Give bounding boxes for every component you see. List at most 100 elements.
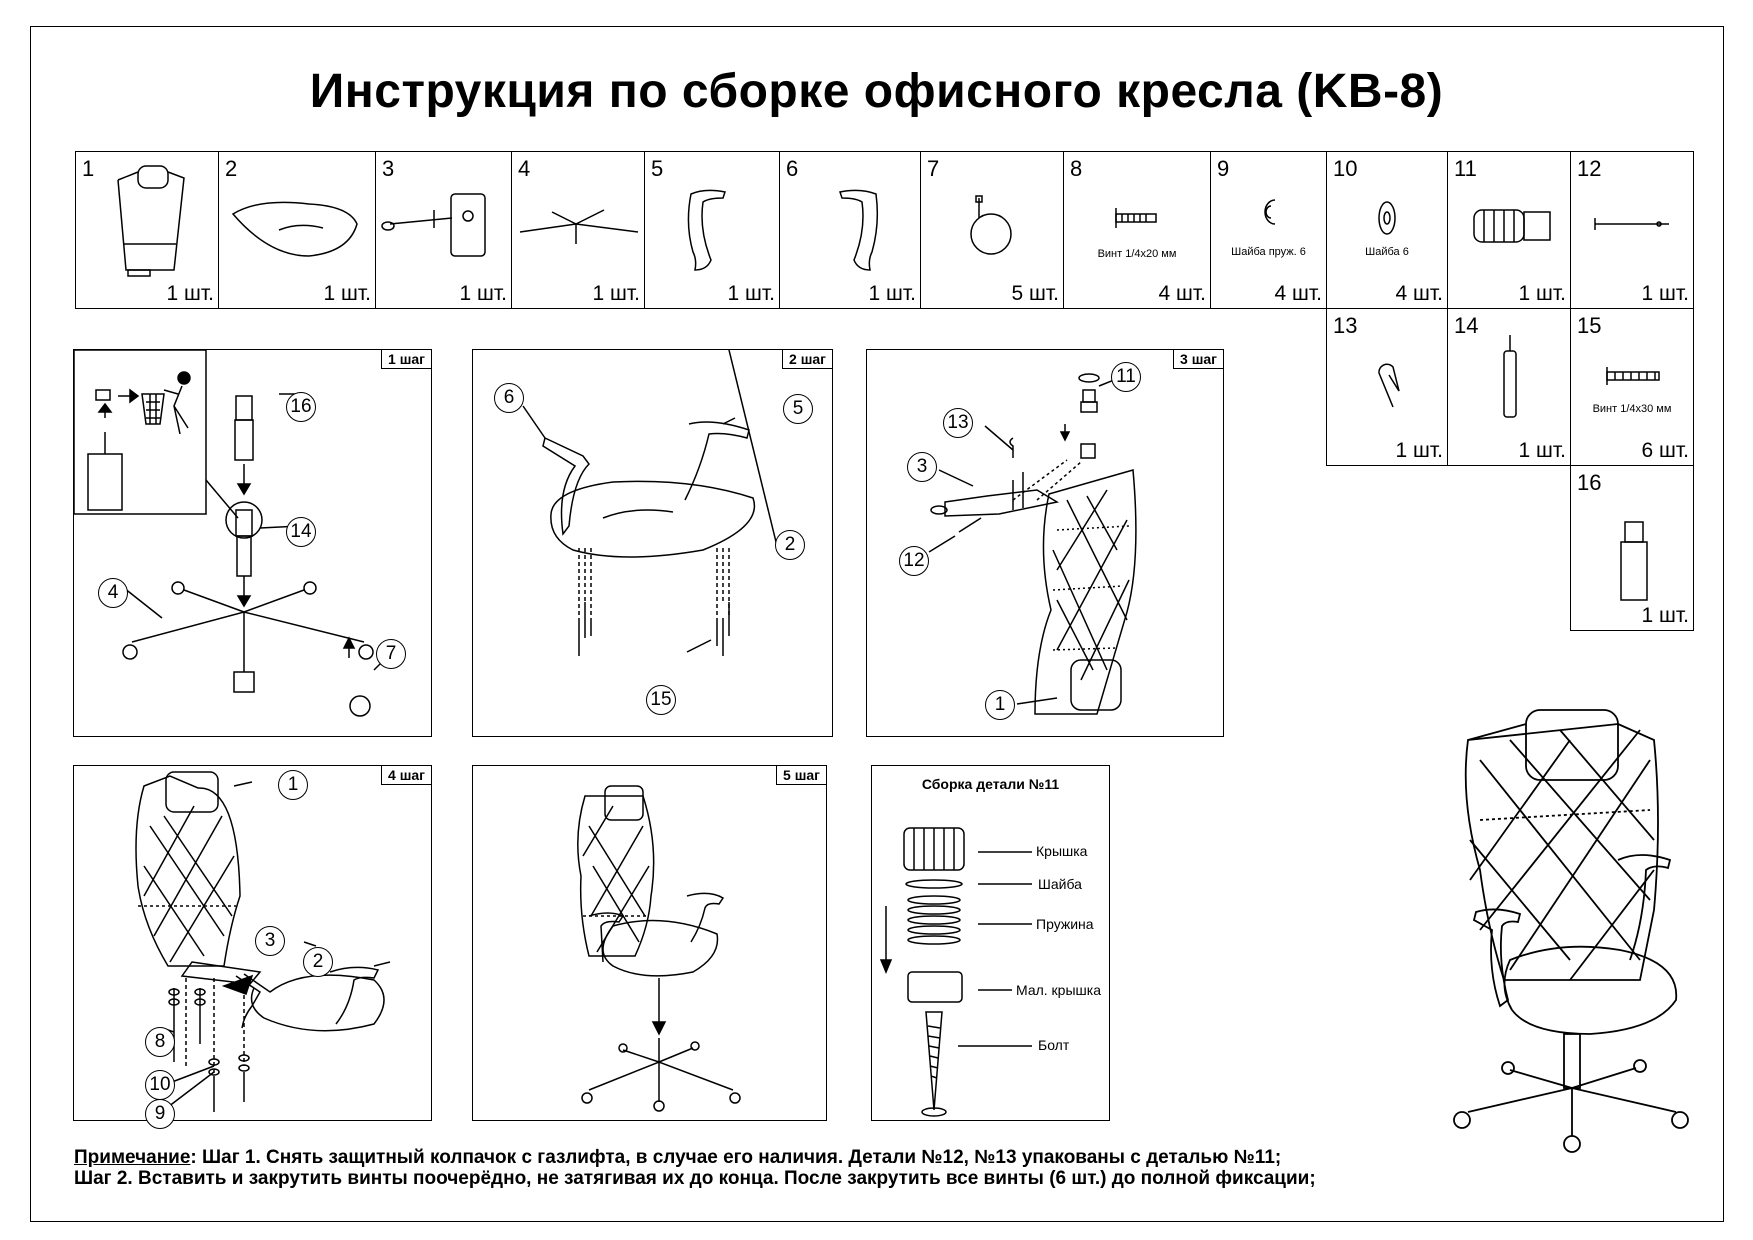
assembly-label-washer: Шайба — [1038, 876, 1082, 892]
step-label: 2 шаг — [782, 350, 832, 369]
callout-10: 10 — [145, 1070, 175, 1100]
part-number: 6 — [786, 156, 799, 181]
callout-9: 9 — [145, 1099, 175, 1129]
part-number: 2 — [225, 156, 238, 181]
step-3-panel: 3 шаг 11 13 3 12 1 — [866, 349, 1224, 737]
assembly-label-spring: Пружина — [1036, 916, 1094, 932]
part-cell-9: 9 Шайба пруж. 6 4 шт. — [1210, 151, 1327, 309]
part-caption: Шайба пруж. 6 — [1231, 246, 1306, 258]
part-qty: 1 шт. — [1395, 439, 1444, 462]
note-prefix: Примечание — [74, 1147, 191, 1168]
part-caption: Винт 1/4x20 мм — [1097, 248, 1177, 260]
assembly-label-cover: Крышка — [1036, 843, 1088, 859]
part-qty: 1 шт. — [1641, 604, 1690, 627]
screw-icon — [1606, 367, 1660, 385]
part-number: 5 — [651, 156, 664, 181]
part-number: 7 — [927, 156, 940, 181]
step-1-diagram — [74, 350, 385, 717]
step-5-diagram — [577, 785, 741, 1112]
callout-15: 15 — [646, 685, 676, 715]
part-number: 14 — [1454, 313, 1479, 338]
part-cell-15: 15 Винт 1/4x30 мм 6 шт. — [1570, 308, 1694, 466]
step-2-panel: 2 шаг 6 5 2 15 — [472, 349, 833, 737]
callout-11: 11 — [1111, 362, 1141, 392]
knob-icon — [1473, 209, 1551, 243]
callout-1: 1 — [985, 690, 1015, 720]
callout-12: 12 — [899, 546, 929, 576]
assembly-label-bolt: Болт — [1038, 1037, 1070, 1053]
part-cell-5: 5 1 шт. — [644, 151, 780, 309]
base-icon — [519, 209, 639, 244]
step-label: 4 шаг — [381, 766, 431, 785]
part-caption: Винт 1/4x30 мм — [1592, 403, 1672, 415]
part-qty: 4 шт. — [1274, 282, 1323, 305]
callout-8: 8 — [145, 1027, 175, 1057]
part-qty: 1 шт. — [592, 282, 641, 305]
part-cell-11: 11 1 шт. — [1447, 151, 1571, 309]
part-qty: 1 шт. — [323, 282, 372, 305]
page-title: Инструкция по сборке офисного кресла (KB… — [309, 65, 1444, 118]
callout-5: 5 — [783, 394, 813, 424]
note-line-2: Шаг 2. Вставить и закрутить винты поочер… — [74, 1168, 1316, 1189]
part-cell-1: 1 1 шт. — [75, 151, 219, 309]
pin-icon — [1594, 218, 1669, 230]
part-cell-6: 6 1 шт. — [779, 151, 921, 309]
callout-7: 7 — [376, 639, 406, 669]
mechanism-icon — [381, 193, 486, 257]
callout-14: 14 — [286, 517, 316, 547]
part-caption: Шайба 6 — [1365, 246, 1409, 258]
cover-icon — [1620, 521, 1648, 601]
part-cell-13: 13 1 шт. — [1326, 308, 1448, 466]
callout-2: 2 — [303, 947, 333, 977]
part-qty: 1 шт. — [459, 282, 508, 305]
part-qty: 4 шт. — [1158, 282, 1207, 305]
callout-16: 16 — [286, 392, 316, 422]
part-qty: 4 шт. — [1395, 282, 1444, 305]
callout-13: 13 — [943, 408, 973, 438]
callout-4: 4 — [98, 578, 128, 608]
clip-icon — [1378, 363, 1400, 408]
callout-3: 3 — [907, 452, 937, 482]
step-5-panel: 5 шаг — [472, 765, 827, 1121]
callout-2: 2 — [775, 530, 805, 560]
part-cell-14: 14 1 шт. — [1447, 308, 1571, 466]
part-qty: 1 шт. — [1518, 439, 1567, 462]
part-number: 9 — [1217, 156, 1230, 181]
note-line-1: Примечание: Шаг 1. Снять защитный колпач… — [74, 1147, 1316, 1168]
step-4-diagram — [135, 771, 391, 1112]
step-1-panel: 1 шаг 1 — [73, 349, 432, 737]
part-number: 8 — [1070, 156, 1083, 181]
part-number: 13 — [1333, 313, 1358, 338]
part-qty: 1 шт. — [1518, 282, 1567, 305]
part-cell-4: 4 1 шт. — [511, 151, 645, 309]
part-number: 16 — [1577, 470, 1602, 495]
part-cell-7: 7 5 шт. — [920, 151, 1064, 309]
caster-icon — [970, 195, 1012, 255]
part-number: 4 — [518, 156, 531, 181]
assembly-title: Сборка детали №11 — [921, 776, 1060, 792]
step-3-diagram — [928, 373, 1137, 715]
armrest-left-icon — [839, 189, 879, 271]
part-number: 1 — [82, 156, 95, 181]
part-cell-16: 16 1 шт. — [1570, 465, 1694, 631]
screw-icon — [1115, 208, 1157, 228]
spring-washer-icon — [1264, 199, 1276, 225]
callout-3: 3 — [255, 926, 285, 956]
seat-icon — [231, 201, 358, 257]
assembly-11-diagram — [879, 827, 1032, 1117]
assembled-chair-illustration — [1453, 709, 1689, 1153]
assembly-11-panel: Сборка детали №11 Крышка Шайба Пружина М… — [871, 765, 1110, 1121]
part-number: 11 — [1454, 156, 1477, 181]
part-cell-2: 2 1 шт. — [218, 151, 376, 309]
step-label: 1 шаг — [381, 350, 431, 369]
note-text-1: : Шаг 1. Снять защитный колпачок с газли… — [190, 1147, 1282, 1168]
part-qty: 1 шт. — [166, 282, 215, 305]
gas-lift-icon — [1503, 335, 1517, 418]
part-qty: 1 шт. — [868, 282, 917, 305]
step-label: 3 шаг — [1173, 350, 1223, 369]
step-4-panel: 4 шаг 1 3 2 8 10 9 — [73, 765, 432, 1129]
assembly-label-small-cover: Мал. крышка — [1016, 982, 1101, 998]
part-qty: 1 шт. — [1641, 282, 1690, 305]
assembly-note: Примечание: Шаг 1. Снять защитный колпач… — [74, 1147, 1316, 1189]
callout-6: 6 — [494, 383, 524, 413]
